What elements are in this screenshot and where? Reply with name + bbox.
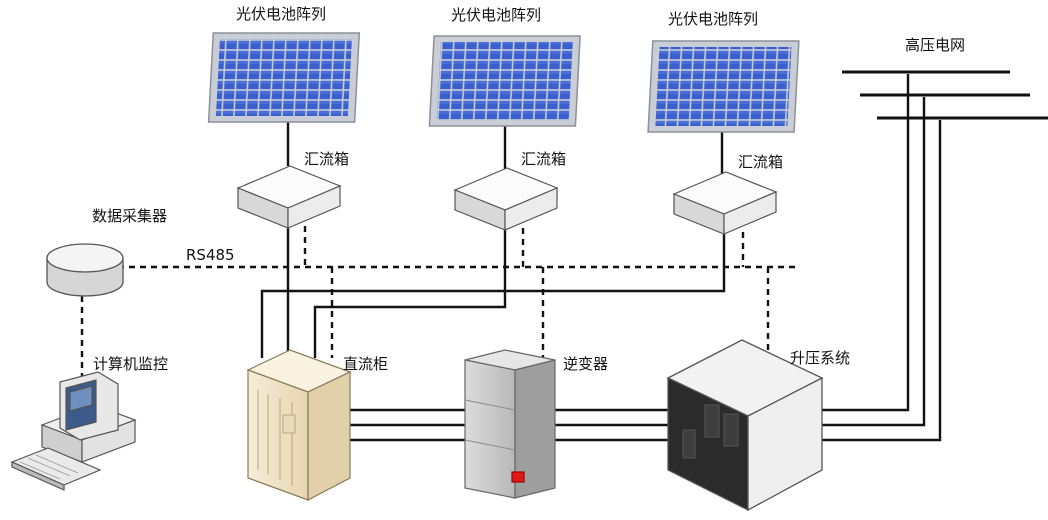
grid-bars [842, 70, 1048, 120]
label-combiner-3: 汇流箱 [738, 153, 784, 171]
label-computer: 计算机监控 [93, 355, 169, 373]
inverter-indicator [511, 471, 525, 483]
combiner-box-3 [672, 171, 778, 235]
dc-cabinet [246, 349, 352, 501]
label-data-collector: 数据采集器 [92, 207, 168, 225]
step-up-system [666, 339, 824, 512]
inverter [464, 349, 556, 499]
label-grid: 高压电网 [905, 36, 966, 54]
label-step-up: 升压系统 [790, 349, 851, 367]
combiner-box-1 [236, 165, 342, 229]
label-inverter: 逆变器 [563, 355, 609, 373]
computer-monitor [10, 371, 137, 491]
solar-panel-3 [647, 40, 800, 133]
label-combiner-1: 汇流箱 [304, 150, 350, 168]
label-panel-1: 光伏电池阵列 [236, 5, 327, 23]
label-combiner-2: 汇流箱 [521, 150, 567, 168]
label-panel-2: 光伏电池阵列 [451, 6, 542, 24]
wire-stepup-grid-3 [822, 120, 942, 442]
rs485-bus [80, 226, 800, 378]
solar-panel-1 [207, 32, 361, 123]
label-dc-cabinet: 直流柜 [343, 355, 389, 373]
label-rs485: RS485 [186, 246, 235, 264]
wire-combiner-2-dc [313, 230, 507, 358]
combiner-box-2 [453, 167, 559, 231]
label-panel-3: 光伏电池阵列 [668, 10, 759, 28]
wire-stepup-grid-1 [822, 74, 910, 412]
data-collector [46, 243, 124, 297]
power-wiring [260, 74, 942, 442]
wire-stepup-grid-2 [822, 97, 926, 427]
wire-combiner-3-dc [260, 234, 726, 358]
solar-panel-2 [428, 35, 581, 127]
